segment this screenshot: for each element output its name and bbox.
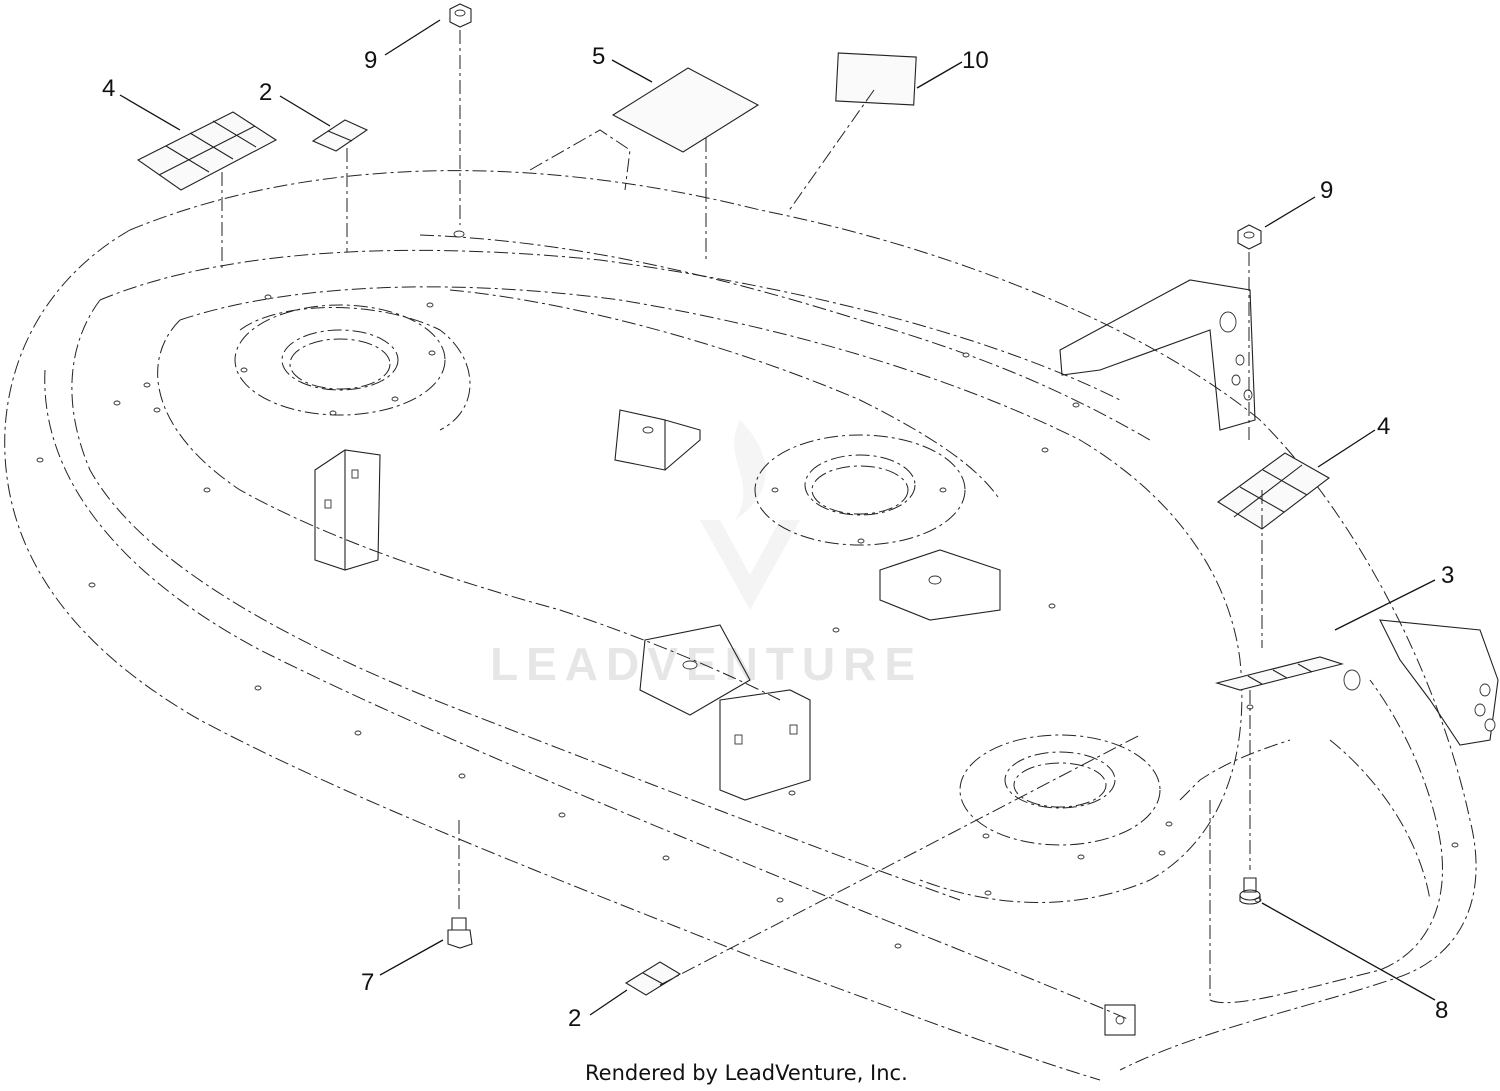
callout-decal-2-top: 2 <box>259 79 272 106</box>
nut-9-top <box>449 3 472 238</box>
callout-decal-2-bottom: 2 <box>568 1005 581 1032</box>
decal-4-right <box>1217 452 1330 648</box>
small-clip <box>1104 1004 1136 1036</box>
hitch-bracket-rear <box>1059 279 1256 431</box>
decal-5 <box>611 67 760 262</box>
decal-2-bottom <box>624 734 1141 996</box>
callout-decal-3: 3 <box>1441 562 1454 589</box>
callout-decal-4-left: 4 <box>102 75 115 102</box>
decal-4-left <box>136 111 278 270</box>
watermark-text: LEADVENTURE <box>490 638 923 690</box>
bracket-left <box>314 449 381 571</box>
spindle-center <box>754 434 966 546</box>
hitch-bracket-front <box>1343 619 1499 746</box>
bracket-slot-plate <box>639 624 751 716</box>
render-credit: Rendered by LeadVenture, Inc. <box>585 1061 908 1085</box>
callout-bolt-7: 7 <box>361 969 374 996</box>
deck-outline <box>4 129 1477 1081</box>
callout-nut-9-right: 9 <box>1320 177 1333 204</box>
deck-holes <box>36 294 1459 949</box>
callout-nut-9-top: 9 <box>364 47 377 74</box>
decal-2-top <box>311 119 369 252</box>
callout-decal-10: 10 <box>962 47 989 74</box>
nut-9-right <box>1237 224 1262 440</box>
decal-10 <box>787 52 917 213</box>
bolt-7 <box>447 820 473 949</box>
callout-decal-5: 5 <box>592 43 605 70</box>
spindle-left <box>234 304 446 416</box>
decal-3 <box>1214 656 1344 870</box>
spindle-right <box>959 734 1161 846</box>
bracket-center-top <box>614 409 701 471</box>
bolt-8 <box>1239 877 1261 905</box>
bracket-center-bottom <box>719 689 811 801</box>
callout-decal-4-right: 4 <box>1377 413 1390 440</box>
bracket-center-right <box>879 549 1001 621</box>
watermark-logo <box>700 420 800 610</box>
leader-lines <box>119 19 1436 1016</box>
callout-bolt-8: 8 <box>1435 997 1448 1024</box>
